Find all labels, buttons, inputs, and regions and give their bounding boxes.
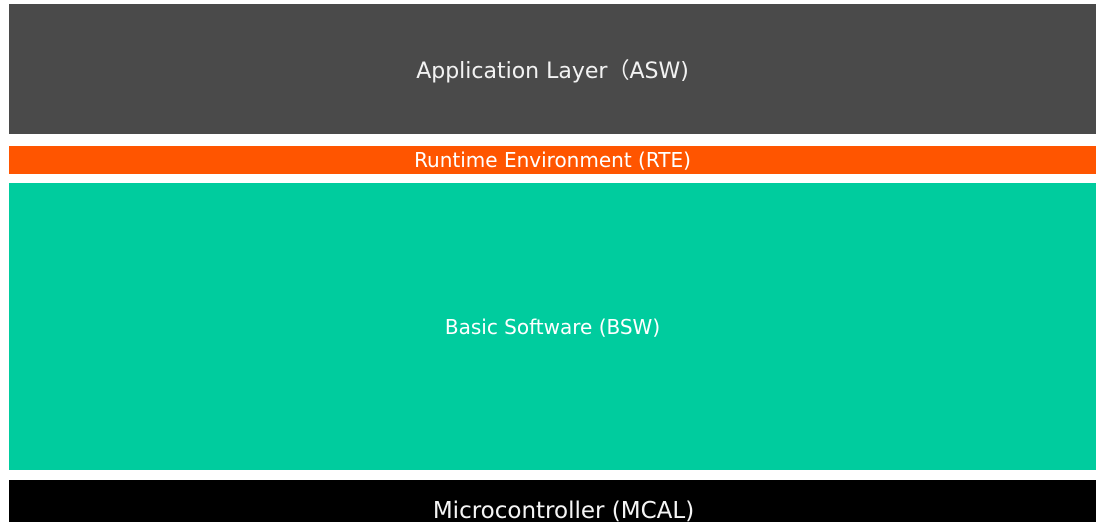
basic-software-block: Basic Software (BSW) [9,183,1096,470]
basic-software-label: Basic Software (BSW) [444,314,661,339]
runtime-environment-label: Runtime Environment (RTE) [414,148,691,172]
microcontroller-name: Microcontroller [432,498,605,522]
microcontroller-abbr: (MCAL) [611,498,695,522]
runtime-environment-block: Runtime Environment (RTE) [9,146,1096,174]
application-layer-block: Application Layer（ASW) [9,4,1096,134]
microcontroller-label: Microcontroller (MCAL) [433,498,694,522]
application-layer-name: Application Layer [416,59,608,84]
microcontroller-block: Microcontroller (MCAL) [9,480,1096,522]
application-layer-abbr: （ASW) [607,59,689,84]
application-layer-label: Application Layer（ASW) [416,53,689,85]
